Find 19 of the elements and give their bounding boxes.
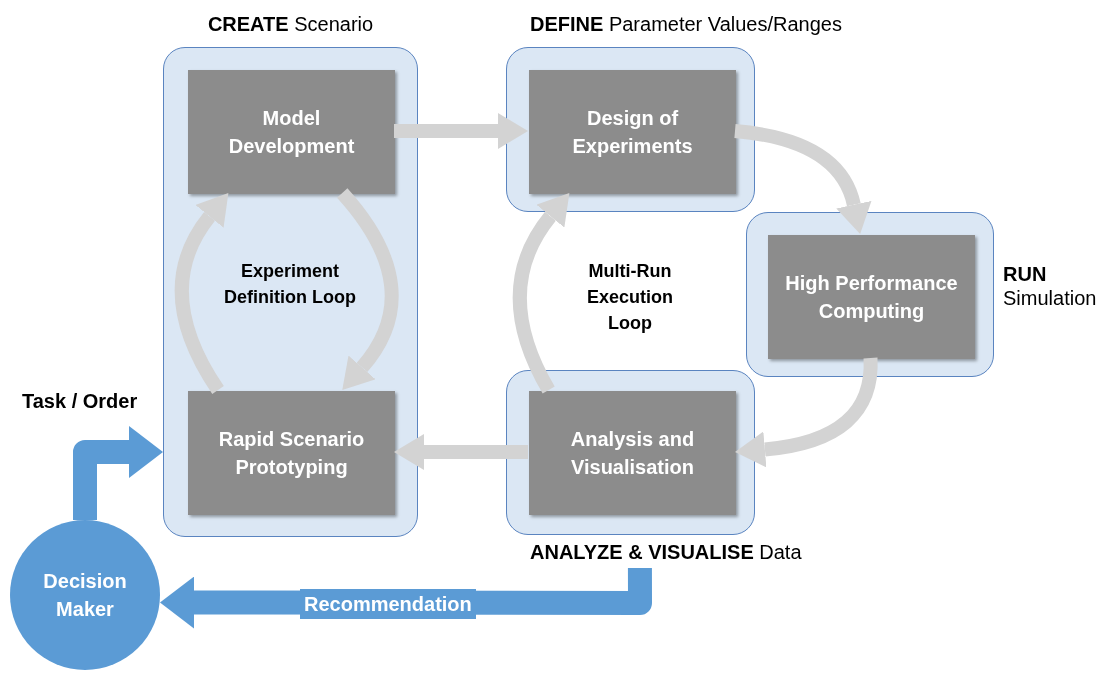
arrow bbox=[174, 192, 228, 394]
stage-heading: CREATE Scenario bbox=[206, 12, 375, 36]
arrow bbox=[394, 434, 528, 470]
process-box: Rapid Scenario Prototyping bbox=[188, 391, 395, 515]
arrow bbox=[394, 113, 528, 149]
process-box: High Performance Computing bbox=[768, 235, 975, 359]
edge-label: Recommendation bbox=[300, 589, 476, 619]
process-box: Design of Experiments bbox=[529, 70, 736, 194]
arrow bbox=[512, 192, 569, 394]
stage-heading: ANALYZE & VISUALISE Data bbox=[530, 540, 803, 564]
stage-heading: RUN Simulation bbox=[1003, 262, 1098, 310]
loop-label: Experiment Definition Loop bbox=[223, 260, 357, 309]
process-box: Analysis and Visualisation bbox=[529, 391, 736, 515]
process-box: Model Development bbox=[188, 70, 395, 194]
arrow bbox=[734, 124, 872, 234]
stage-heading: DEFINE Parameter Values/Ranges bbox=[530, 12, 843, 36]
loop-label: Multi-Run Execution Loop bbox=[586, 260, 674, 335]
arrow bbox=[336, 188, 399, 392]
arrow bbox=[735, 357, 878, 468]
